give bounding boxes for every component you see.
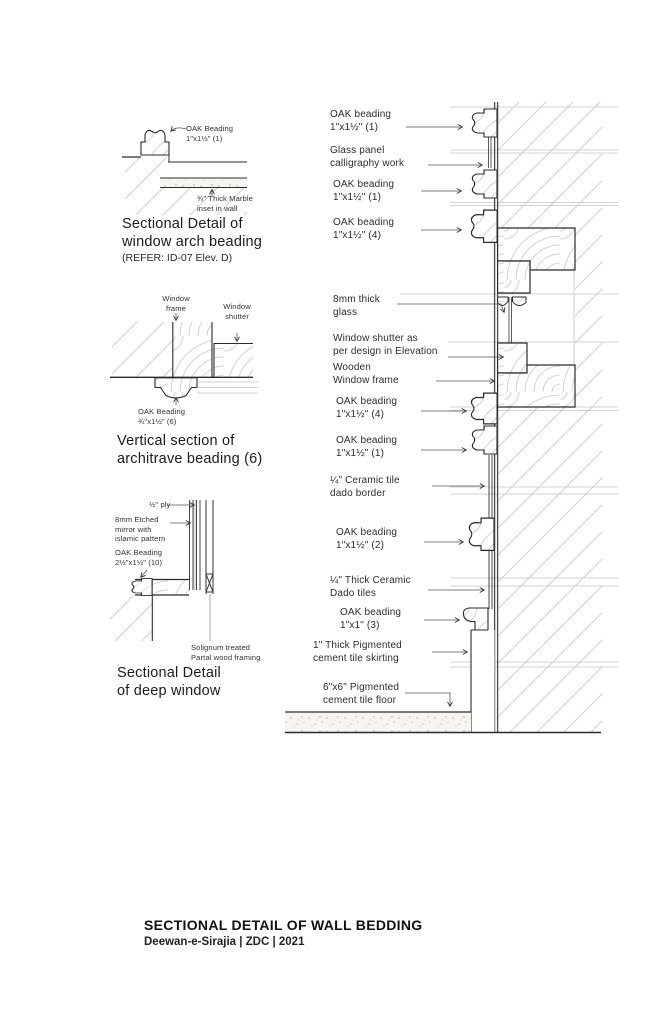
glazing-bead-left	[497, 296, 509, 306]
sheet-title: SECTIONAL DETAIL OF WALL BEDDING	[144, 917, 423, 933]
wall-hatch	[125, 157, 247, 215]
deep-window-drawing	[110, 500, 214, 641]
oak-beading-profile-2	[468, 517, 495, 551]
deep-window-beading-label: OAK Beading 2½"x1½" (10)	[115, 548, 163, 567]
solignum-framing-label: Solignum treated Partal wood framing	[191, 643, 261, 662]
calligraphy-glass-panel	[488, 136, 492, 168]
callout-ceramic-dado-tiles: ¼" Thick Ceramic Dado tiles	[330, 575, 411, 599]
wood-framing-lines	[205, 500, 214, 594]
ply-label: ½" ply	[149, 500, 171, 509]
callout-oak-beading-1-bottom: OAK beading 1"x1½" (1)	[336, 435, 398, 459]
marble-label: ¾" Thick Marble inset in wall	[197, 194, 253, 213]
arch-detail-title: Sectional Detail of window arch beading	[122, 216, 263, 250]
callout-window-shutter: Window shutter as per design in Elevatio…	[333, 333, 438, 357]
arch-beading-drawing	[122, 126, 247, 215]
arch-detail-subtitle: (REFER: ID-07 Elev. D)	[122, 252, 233, 264]
oak-beading-profile-1b	[471, 169, 498, 199]
architrave-leader-lines	[173, 313, 240, 405]
wall-hatch	[498, 102, 603, 732]
shutter-head-block	[497, 260, 531, 294]
marble-inset	[160, 177, 247, 188]
callout-8mm-glass: 8mm thick glass	[333, 294, 380, 318]
sheet-subtitle: Deewan-e-Sirajia | ZDC | 2021	[144, 936, 305, 948]
callout-oak-beading-1-mid: OAK beading 1"x1½" (1)	[333, 179, 395, 203]
glazing-detail	[497, 296, 527, 343]
callout-leader-lines	[397, 124, 506, 708]
oak-beading-profile-4b	[470, 392, 498, 425]
callout-glass-panel-calligraphy: Glass panel calligraphy work	[330, 145, 405, 169]
mirror-label: 8mm Etched mirror with islamic pattern	[115, 515, 166, 544]
arch-beading-label: OAK Beading 1"x1½" (1)	[186, 124, 234, 143]
deep-window-title: Sectional Detail of deep window	[117, 665, 221, 699]
callout-cement-floor: 6"x6" Pigmented cement tile floor	[323, 682, 400, 706]
callout-oak-beading-2: OAK beading 1"x1½" (2)	[336, 527, 398, 551]
architrave-beading-profile	[154, 377, 198, 399]
deep-window-leader-lines	[140, 502, 196, 578]
callout-wooden-window-frame: Wooden Window frame	[333, 362, 399, 386]
oak-beading-profile-1	[471, 108, 498, 138]
window-shutter-block	[214, 343, 253, 377]
callout-oak-beading-3: OAK beading 1"x1" (3)	[340, 607, 402, 631]
callout-oak-beading-1-top: OAK beading 1"x1½" (1)	[330, 109, 392, 133]
callout-oak-beading-4-bottom: OAK beading 1"x1½" (4)	[336, 396, 398, 420]
oak-beading-profile-4a	[470, 209, 498, 243]
reveal-lines	[197, 381, 258, 394]
glazing-bead-right	[512, 296, 527, 306]
etched-mirror	[193, 500, 197, 590]
wall-section-drawing	[285, 102, 618, 734]
wall-hatch	[110, 596, 152, 641]
callout-ceramic-dado-border: ¼" Ceramic tile dado border	[330, 475, 400, 499]
window-frame-blocks	[497, 227, 576, 408]
callout-oak-beading-4-top: OAK beading 1"x1½" (4)	[333, 217, 395, 241]
architrave-title: Vertical section of architrave beading (…	[117, 433, 263, 467]
arch-oak-beading-profile	[140, 129, 170, 156]
ply-mirror-lines	[189, 500, 201, 590]
window-shutter-label: Window shutter	[223, 302, 251, 321]
sill-oak-beading-profile	[131, 578, 153, 596]
oak-beading-profile-1c	[471, 425, 498, 455]
architrave-drawing	[110, 313, 258, 405]
oak-beading-profile-3	[462, 607, 489, 632]
window-frame-label: Window frame	[162, 294, 190, 313]
wall-hatch	[112, 322, 172, 377]
skirting	[470, 629, 495, 732]
arch-leader-lines	[170, 126, 215, 196]
shutter-bottom-block	[497, 342, 528, 374]
floor	[285, 711, 601, 734]
callout-cement-skirting: 1" Thick Pigmented cement tile skirting	[313, 640, 402, 664]
window-frame-block	[172, 322, 212, 377]
architrave-beading-label: OAK Beading ¾"x1½" (6)	[138, 407, 186, 426]
